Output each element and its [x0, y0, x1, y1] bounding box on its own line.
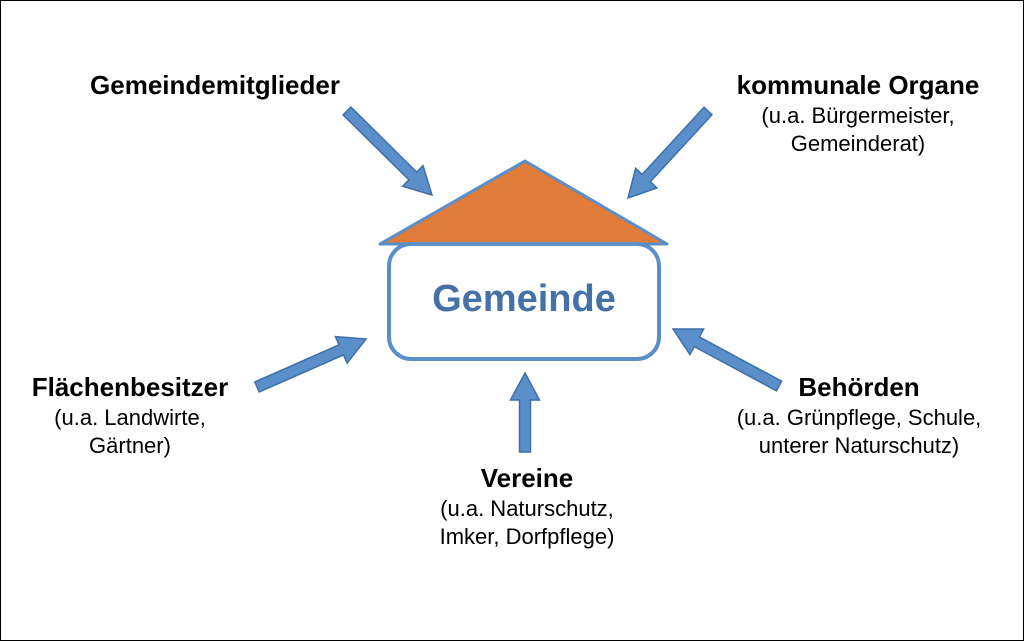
behoerden-detail-line2: unterer Naturschutz) — [758, 432, 960, 458]
house-body — [387, 242, 661, 361]
arrow-from-behoerden — [671, 328, 783, 392]
vereine-title: Vereine — [480, 463, 574, 493]
arrow-from-kommunale-organe — [626, 106, 714, 200]
label-kommunale-organe: kommunale Organe (u.a. Bürgermeister, Ge… — [698, 69, 1018, 158]
organe-detail-line1: (u.a. Bürgermeister, — [761, 103, 955, 129]
label-behoerden: Behörden (u.a. Grünpflege, Schule, unter… — [706, 371, 1012, 460]
arrow-from-flaechenbesitzer — [253, 335, 368, 393]
gemeindemitglieder-title: Gemeindemitglieder — [90, 70, 340, 100]
flaechen-detail-line1: (u.a. Landwirte, — [54, 405, 206, 431]
label-flaechenbesitzer: Flächenbesitzer (u.a. Landwirte, Gärtner… — [2, 371, 258, 460]
vereine-detail-line2: Imker, Dorfpflege) — [439, 523, 615, 549]
flaechen-title: Flächenbesitzer — [31, 372, 229, 402]
label-vereine: Vereine (u.a. Naturschutz, Imker, Dorfpf… — [392, 462, 662, 551]
arrow-from-vereine — [509, 371, 541, 453]
label-gemeindemitglieder: Gemeindemitglieder — [60, 69, 370, 102]
vereine-detail-line1: (u.a. Naturschutz, — [440, 496, 614, 522]
organe-detail-line2: Gemeinderat) — [790, 130, 926, 156]
flaechen-detail-line2: Gärtner) — [89, 432, 171, 458]
behoerden-detail-line1: (u.a. Grünpflege, Schule, — [736, 405, 982, 431]
arrow-group — [253, 106, 783, 453]
organe-title: kommunale Organe — [736, 70, 980, 100]
center-label: Gemeinde — [432, 278, 616, 320]
behoerden-title: Behörden — [798, 372, 920, 402]
arrow-from-gemeindemitglieder — [342, 106, 434, 197]
